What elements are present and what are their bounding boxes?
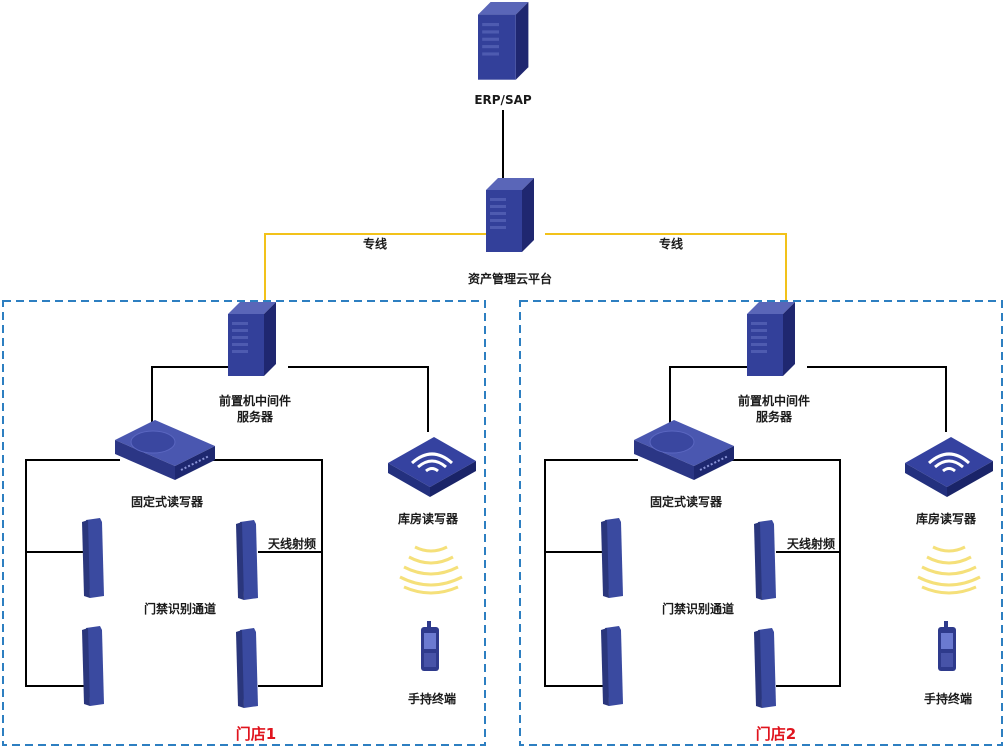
- store-2-handheld-icon: [938, 621, 956, 671]
- store-2-boundary: [519, 300, 1003, 746]
- store-1-gate-label: 门禁识别通道: [144, 601, 216, 616]
- store-1-antenna-icon: [236, 520, 258, 600]
- store-2-name: 门店2: [756, 725, 796, 743]
- store-1-antenna-icon: [236, 628, 258, 708]
- dedicated-line-right-label: 专线: [659, 236, 683, 251]
- store-1-handheld-label: 手持终端: [408, 691, 456, 706]
- store-1-warehouse-reader-icon: [386, 435, 478, 499]
- store-2-handheld-label: 手持终端: [924, 691, 972, 706]
- store-2-antenna-icon: [754, 520, 776, 600]
- store-1-antenna-icon: [82, 518, 104, 598]
- store-1-rf-waves-icon: [398, 545, 464, 595]
- store-2-antenna-icon: [754, 628, 776, 708]
- store-2-fixed-reader-label: 固定式读写器: [650, 494, 723, 509]
- store-1-fixed-reader-label: 固定式读写器: [131, 494, 204, 509]
- store-1-server-label-line1: 前置机中间件: [219, 393, 291, 408]
- store-2-antenna-icon: [601, 626, 623, 706]
- erp-label: ERP/SAP: [474, 93, 532, 107]
- store-2-antenna-icon: [601, 518, 623, 598]
- store-2-warehouse-reader-icon: [903, 435, 995, 499]
- store-1-antenna-icon: [82, 626, 104, 706]
- store-2-middleware-server-icon: [747, 302, 795, 376]
- store-1-server-label-line2: 服务器: [237, 409, 274, 424]
- store-2-fixed-reader-icon: [633, 419, 735, 481]
- cloud-platform-server-icon: [486, 178, 534, 252]
- dedicated-line-right: [545, 233, 787, 300]
- store-2-rf-waves-icon: [916, 545, 982, 595]
- dedicated-line-left-label: 专线: [363, 236, 387, 251]
- store-1-handheld-icon: [421, 621, 439, 671]
- store-2-server-label-line1: 前置机中间件: [738, 393, 810, 408]
- store-2-antenna-label: 天线射频: [787, 536, 835, 551]
- store-2-connections: [544, 366, 947, 687]
- erp-server-icon: [478, 2, 529, 80]
- store-2-gate-label: 门禁识别通道: [662, 601, 734, 616]
- store-1-antenna-label: 天线射频: [268, 536, 316, 551]
- cloud-platform-label: 资产管理云平台: [468, 271, 552, 286]
- store-1-connections: [25, 366, 429, 687]
- store-1-middleware-server-icon: [228, 302, 276, 376]
- store-2-warehouse-reader-label: 库房读写器: [916, 511, 977, 526]
- store-1-name: 门店1: [236, 725, 276, 743]
- dedicated-line-left: [264, 233, 490, 300]
- store-2-server-label-line2: 服务器: [756, 409, 793, 424]
- store-1-warehouse-reader-label: 库房读写器: [398, 511, 459, 526]
- store-1-fixed-reader-icon: [114, 419, 216, 481]
- store-1-boundary: [2, 300, 486, 746]
